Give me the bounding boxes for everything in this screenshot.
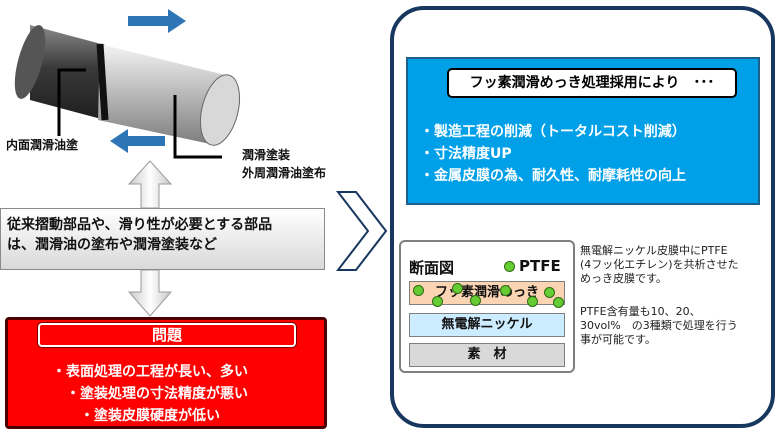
ptfe-particle — [432, 296, 443, 307]
coated-pipe-illustration — [14, 25, 241, 146]
ptfe-particle — [500, 285, 511, 296]
description-line: 30vol% の3種類で処理を行う — [580, 319, 738, 332]
conventional-line-1: 従来摺動部品や、滑り性が必要とする部品 — [7, 217, 273, 233]
ptfe-particle — [413, 285, 424, 296]
problem-item: ・塗装皮膜硬度が低い — [80, 408, 220, 424]
problem-item: ・塗装処理の寸法精度が悪い — [66, 386, 248, 402]
benefit-item: ・金属皮膜の為、耐久性、耐摩耗性の向上 — [420, 168, 686, 184]
ptfe-particle — [553, 297, 564, 308]
conventional-line-2: は、潤滑油の塗布や潤滑塗装など — [7, 237, 217, 253]
description-para-2: PTFE含有量も10、20、 30vol% の3種類で処理を行う 事が可能です。 — [580, 305, 738, 347]
ptfe-particle — [527, 296, 538, 307]
description-line: PTFE含有量も10、20、 — [580, 305, 701, 318]
ptfe-label: PTFE — [519, 257, 561, 275]
problem-box: 問題 ・表面処理の工程が長い、多い ・塗装処理の寸法精度が悪い ・塗装皮膜硬度が… — [5, 317, 327, 429]
description-line: 事が可能です。 — [580, 333, 656, 346]
inner-lubricant-label: 内面潤滑油塗 — [6, 138, 79, 152]
description-para-1: 無電解ニッケル皮膜中にPTFE (4フッ化エチレン)を共析させた めっき皮膜です… — [580, 244, 739, 286]
electroless-nickel-layer: 無電解ニッケル — [409, 313, 565, 337]
problem-item: ・表面処理の工程が長い、多い — [52, 364, 248, 380]
description-line: 無電解ニッケル皮膜中にPTFE — [580, 244, 728, 257]
cross-section-title: 断面図 — [409, 259, 455, 277]
description-line: めっき皮膜です。 — [580, 272, 667, 285]
substrate-layer: 素 材 — [409, 343, 565, 367]
conventional-method-text: 従来摺動部品や、滑り性が必要とする部品 は、潤滑油の塗布や潤滑塗装など — [0, 208, 325, 270]
ptfe-particle-legend — [504, 261, 515, 272]
outer-lubricant-label: 外周潤滑油塗布 — [242, 166, 327, 180]
ptfe-particle — [470, 295, 481, 306]
benefit-item: ・寸法精度UP — [420, 146, 512, 162]
ptfe-particle — [452, 283, 463, 294]
left-arrow-icon — [110, 129, 165, 153]
problem-title: 問題 — [37, 322, 297, 348]
coating-label: 潤滑塗装 — [242, 148, 291, 162]
benefit-item: ・製造工程の削減（トータルコスト削減） — [420, 124, 686, 140]
ptfe-particle — [544, 287, 555, 298]
leader-lines — [57, 68, 222, 159]
description-line: (4フッ化エチレン)を共析させた — [580, 258, 739, 271]
chevron-right-icon — [336, 191, 388, 271]
benefits-title: フッ素潤滑めっき処理採用により ･･･ — [447, 68, 737, 98]
right-arrow-icon — [128, 9, 186, 33]
